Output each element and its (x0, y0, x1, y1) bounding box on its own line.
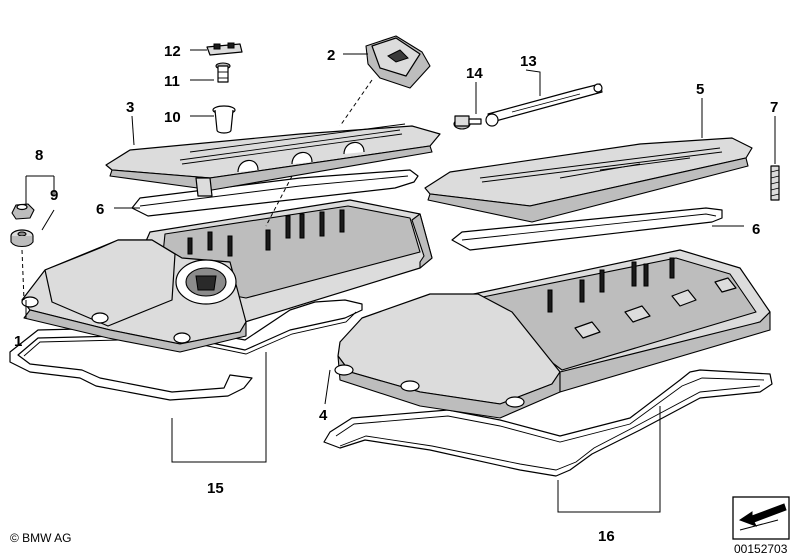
callout-12: 12 (164, 43, 181, 60)
stud-part-7 (770, 165, 780, 201)
callout-labels: 1 2 3 4 5 6 6 7 8 9 10 11 12 13 14 15 16 (14, 43, 778, 545)
callout-16: 16 (598, 528, 615, 545)
callout-4: 4 (319, 407, 328, 424)
callout-5: 5 (696, 81, 704, 98)
right-upper-gasket (451, 207, 723, 251)
callout-13: 13 (520, 53, 537, 70)
copyright-text: © BMW AG (10, 531, 72, 545)
callout-7: 7 (770, 99, 778, 116)
bolt-part-14 (453, 115, 482, 130)
right-top-cover (424, 137, 753, 223)
grommet-part-10 (212, 105, 236, 134)
callout-15: 15 (207, 480, 224, 497)
nut-part-8 (11, 203, 35, 220)
image-number: 00152703 (734, 542, 788, 556)
left-upper-gasket (131, 169, 419, 217)
callout-14: 14 (466, 65, 483, 82)
left-valve-cover (21, 199, 433, 353)
washer-part-9 (10, 229, 34, 248)
bolt-part-11 (215, 62, 231, 83)
left-top-cover (105, 123, 441, 197)
leader-lines (21, 49, 776, 513)
clip-part-12 (206, 42, 243, 56)
strap-part-13 (485, 83, 603, 127)
right-lower-gasket (323, 369, 773, 477)
callout-1: 1 (14, 333, 22, 350)
callout-6-right: 6 (752, 221, 760, 238)
callout-2: 2 (327, 47, 335, 64)
right-valve-cover (334, 249, 771, 419)
callout-9: 9 (50, 187, 58, 204)
callout-8: 8 (35, 147, 43, 164)
arrow-icon (732, 496, 790, 540)
callout-10: 10 (164, 109, 181, 126)
cap-part-2 (365, 35, 431, 89)
callout-11: 11 (164, 73, 180, 90)
callout-6-left: 6 (96, 201, 104, 218)
callout-3: 3 (126, 99, 134, 116)
